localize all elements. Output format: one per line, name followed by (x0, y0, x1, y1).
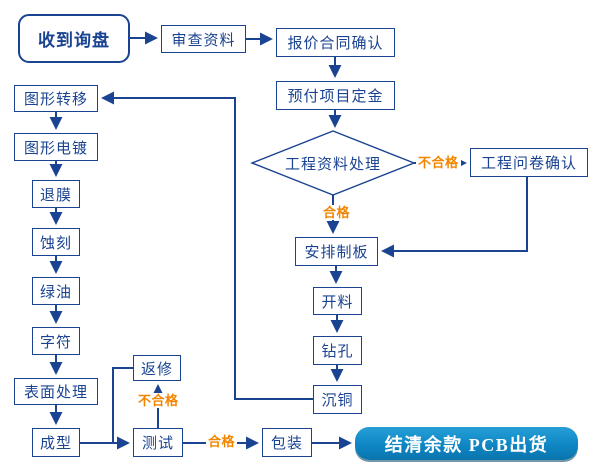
node-drilling: 钻孔 (313, 336, 362, 365)
node-pattern-transfer: 图形转移 (14, 85, 98, 112)
node-review-data: 审查资料 (161, 25, 246, 53)
node-quote-contract-confirm: 报价合同确认 (276, 28, 395, 57)
node-silkscreen: 字符 (32, 327, 80, 355)
decision-diamond-shape (250, 130, 416, 196)
label-pass-test: 合格 (206, 434, 238, 449)
node-copper-deposition: 沉铜 (313, 385, 362, 414)
node-solder-mask: 绿油 (32, 277, 80, 305)
node-packing: 包装 (262, 428, 312, 457)
node-film-stripping: 退膜 (32, 180, 80, 208)
label-fail-engineering: 不合格 (416, 155, 461, 170)
node-surface-finish: 表面处理 (14, 378, 98, 405)
edge-questionnaire-schedule (381, 177, 528, 258)
node-engineering-data-processing: 工程资料处理 (284, 155, 381, 173)
label-fail-test: 不合格 (136, 393, 181, 408)
node-test: 测试 (133, 428, 183, 457)
node-prepay-deposit: 预付项目定金 (276, 81, 395, 110)
label-pass-engineering: 合格 (321, 205, 353, 220)
node-cutting: 开料 (313, 287, 362, 315)
node-rework: 返修 (133, 355, 181, 381)
node-forming: 成型 (32, 428, 80, 457)
node-settle-balance-pcb-shipment: 结清余款 PCB出货 (355, 427, 578, 460)
node-etching: 蚀刻 (32, 228, 80, 256)
node-pattern-plating: 图形电镀 (14, 133, 98, 161)
edge-copper-patterntransfer (101, 91, 313, 400)
node-engineering-questionnaire-confirm: 工程问卷确认 (470, 148, 588, 177)
edge-rework-merge (112, 367, 133, 443)
node-schedule-board-making: 安排制板 (295, 237, 378, 266)
node-receive-inquiry: 收到询盘 (18, 14, 130, 63)
